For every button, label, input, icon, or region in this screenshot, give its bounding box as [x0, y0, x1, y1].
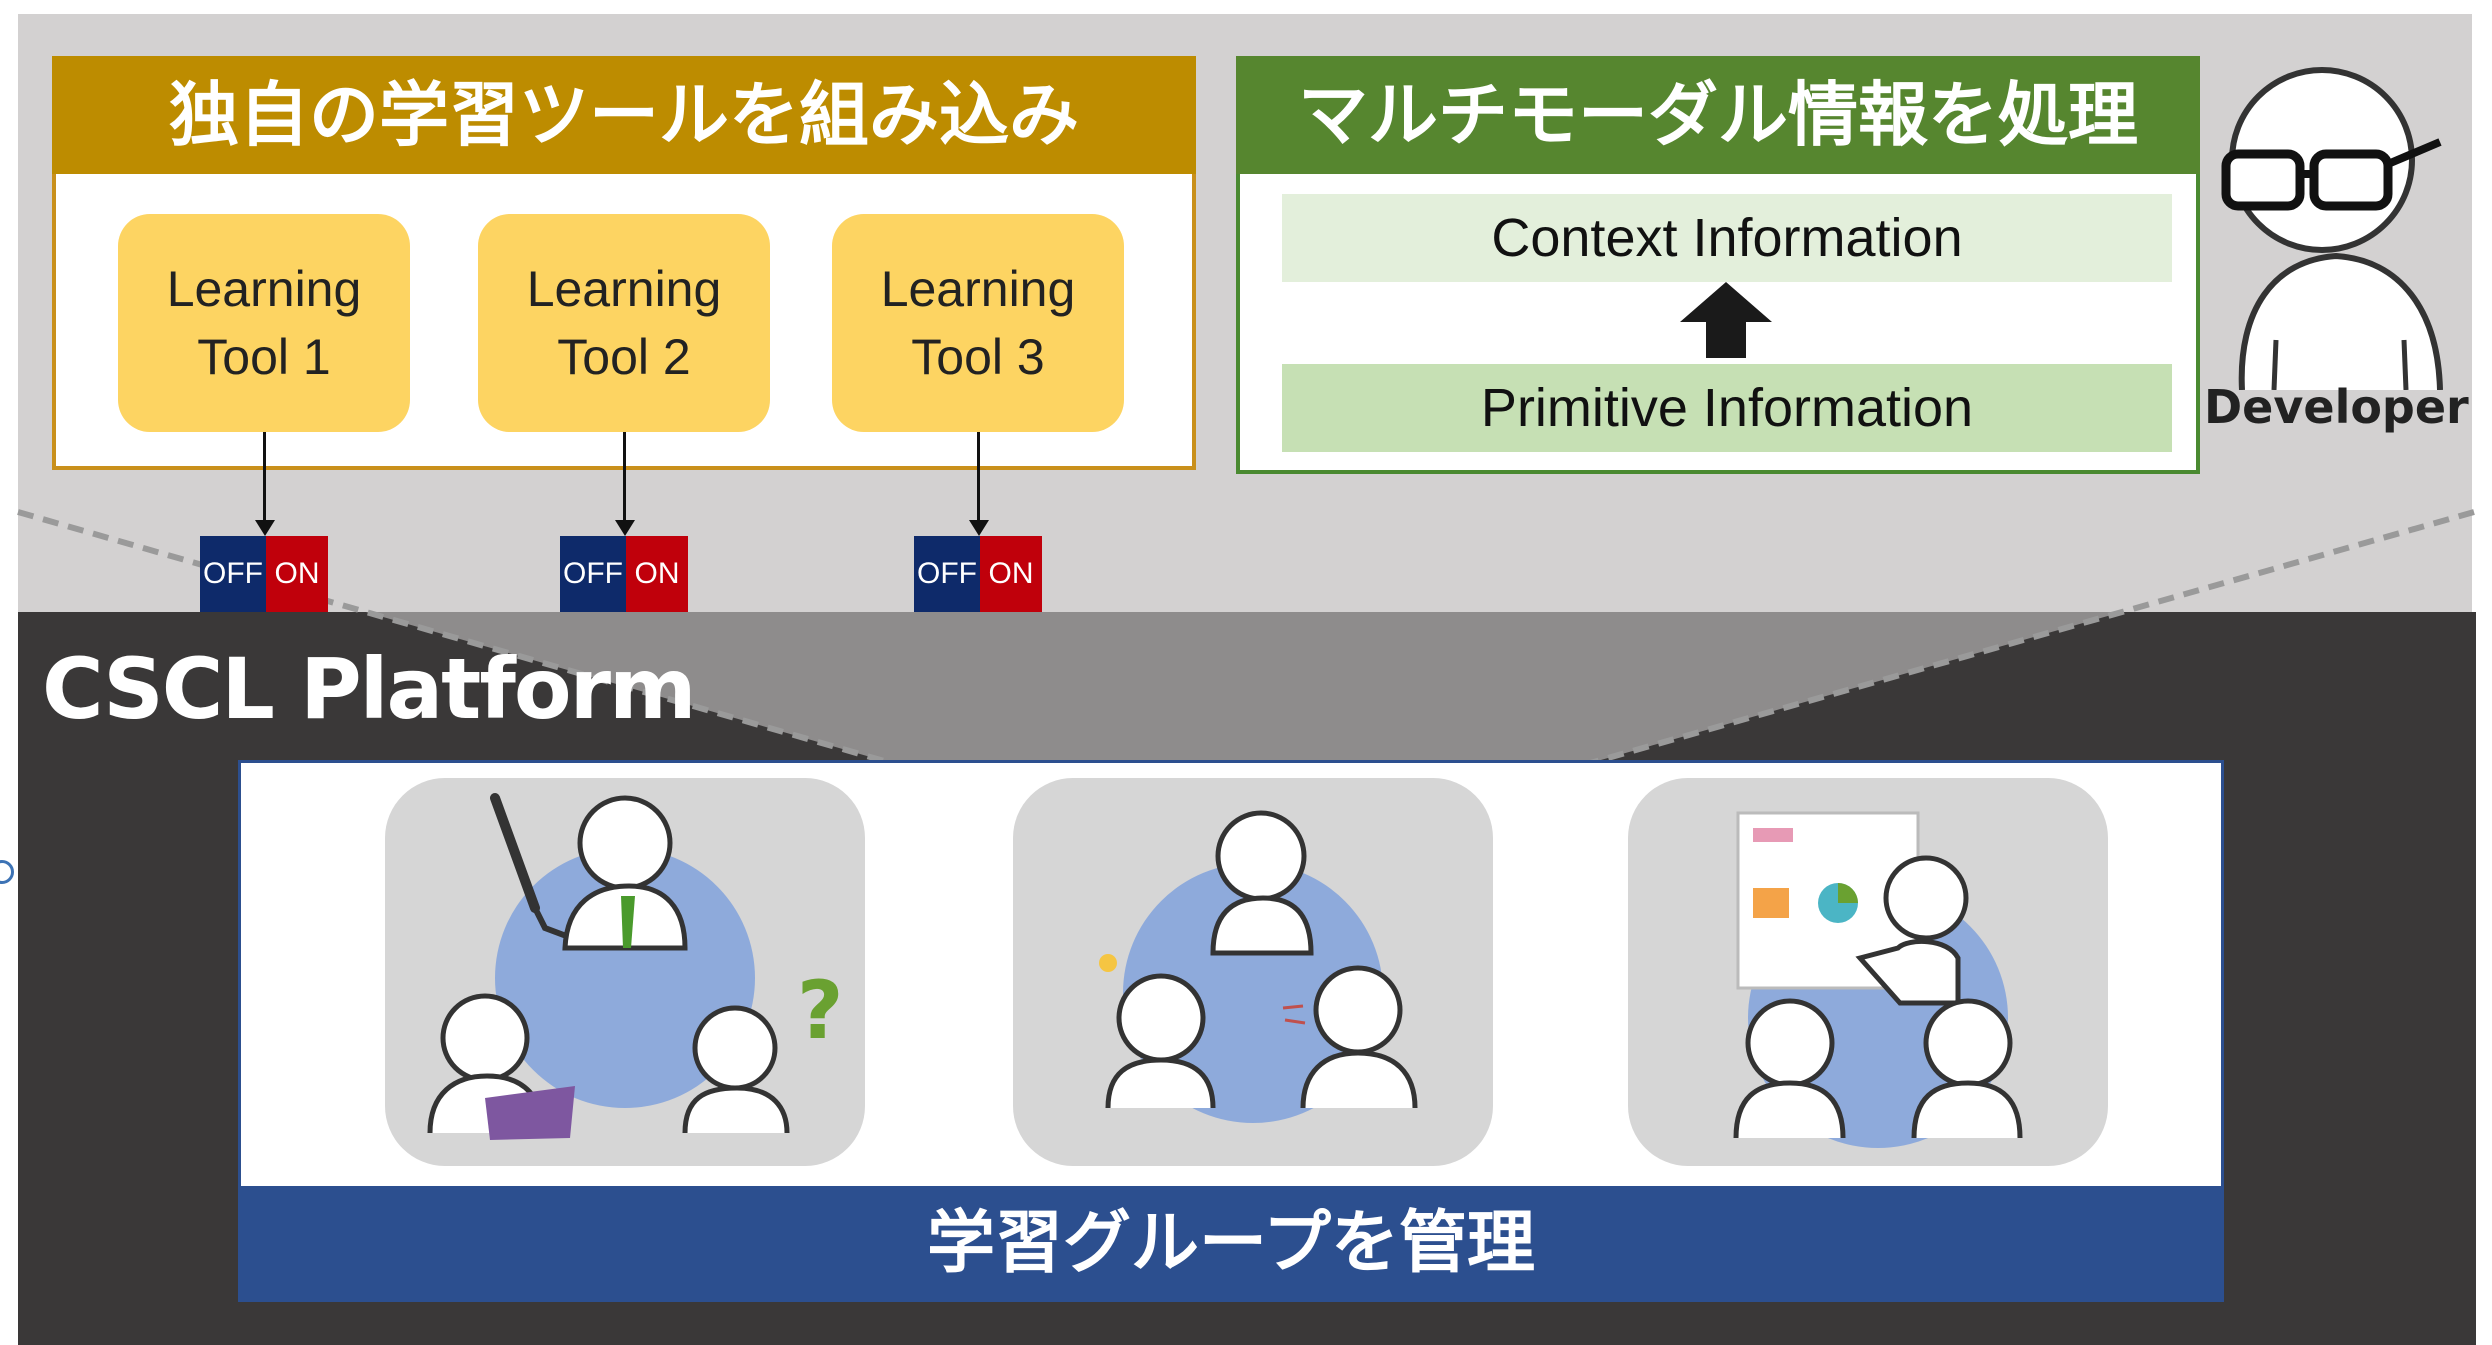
tool-2-toggle-off[interactable]: OFF — [560, 536, 626, 612]
learning-tool-1-line1: Learning — [166, 261, 362, 317]
tool-2-arrowhead — [615, 520, 635, 536]
tool-2-toggle[interactable]: OFF ON — [560, 536, 688, 612]
multimodal-header: マルチモーダル情報を処理 — [1236, 56, 2200, 174]
context-information-bar: Context Information — [1282, 194, 2172, 282]
developer-figure-icon — [2221, 67, 2443, 390]
tool-1-toggle-off[interactable]: OFF — [200, 536, 266, 612]
tool-2-toggle-on[interactable]: ON — [626, 536, 688, 612]
tool-1-toggle-on[interactable]: ON — [266, 536, 328, 612]
tool-3-connector — [977, 432, 980, 522]
developer-label: Developer — [2204, 380, 2469, 434]
primitive-information-bar: Primitive Information — [1282, 364, 2172, 452]
learning-tools-header: 独自の学習ツールを組み込み — [52, 56, 1196, 174]
up-arrow-icon — [1680, 282, 1772, 358]
tool-3-arrowhead — [969, 520, 989, 536]
presentation-scene-icon[interactable] — [1628, 778, 2108, 1166]
tool-3-toggle-off[interactable]: OFF — [914, 536, 980, 612]
tool-2-connector — [623, 432, 626, 522]
lecture-scene-icon[interactable]: ? — [385, 778, 865, 1166]
learning-tool-1-line2: Tool 1 — [197, 329, 331, 385]
tool-1-toggle[interactable]: OFF ON — [200, 536, 328, 612]
discussion-scene-icon[interactable] — [1013, 778, 1493, 1166]
tool-1-arrowhead — [255, 520, 275, 536]
learning-tool-2-line2: Tool 2 — [557, 329, 691, 385]
tool-3-toggle-on[interactable]: ON — [980, 536, 1042, 612]
learning-tool-3-line2: Tool 3 — [911, 329, 1045, 385]
tool-1-connector — [263, 432, 266, 522]
learning-groups-footer: 学習グループを管理 — [238, 1186, 2224, 1302]
learning-tool-3-line1: Learning — [880, 261, 1076, 317]
platform-title: CSCL Platform — [42, 640, 697, 738]
connector-dot — [0, 860, 14, 884]
svg-text:?: ? — [797, 964, 843, 1057]
tool-3-toggle[interactable]: OFF ON — [914, 536, 1042, 612]
learning-tool-2-line1: Learning — [526, 261, 722, 317]
